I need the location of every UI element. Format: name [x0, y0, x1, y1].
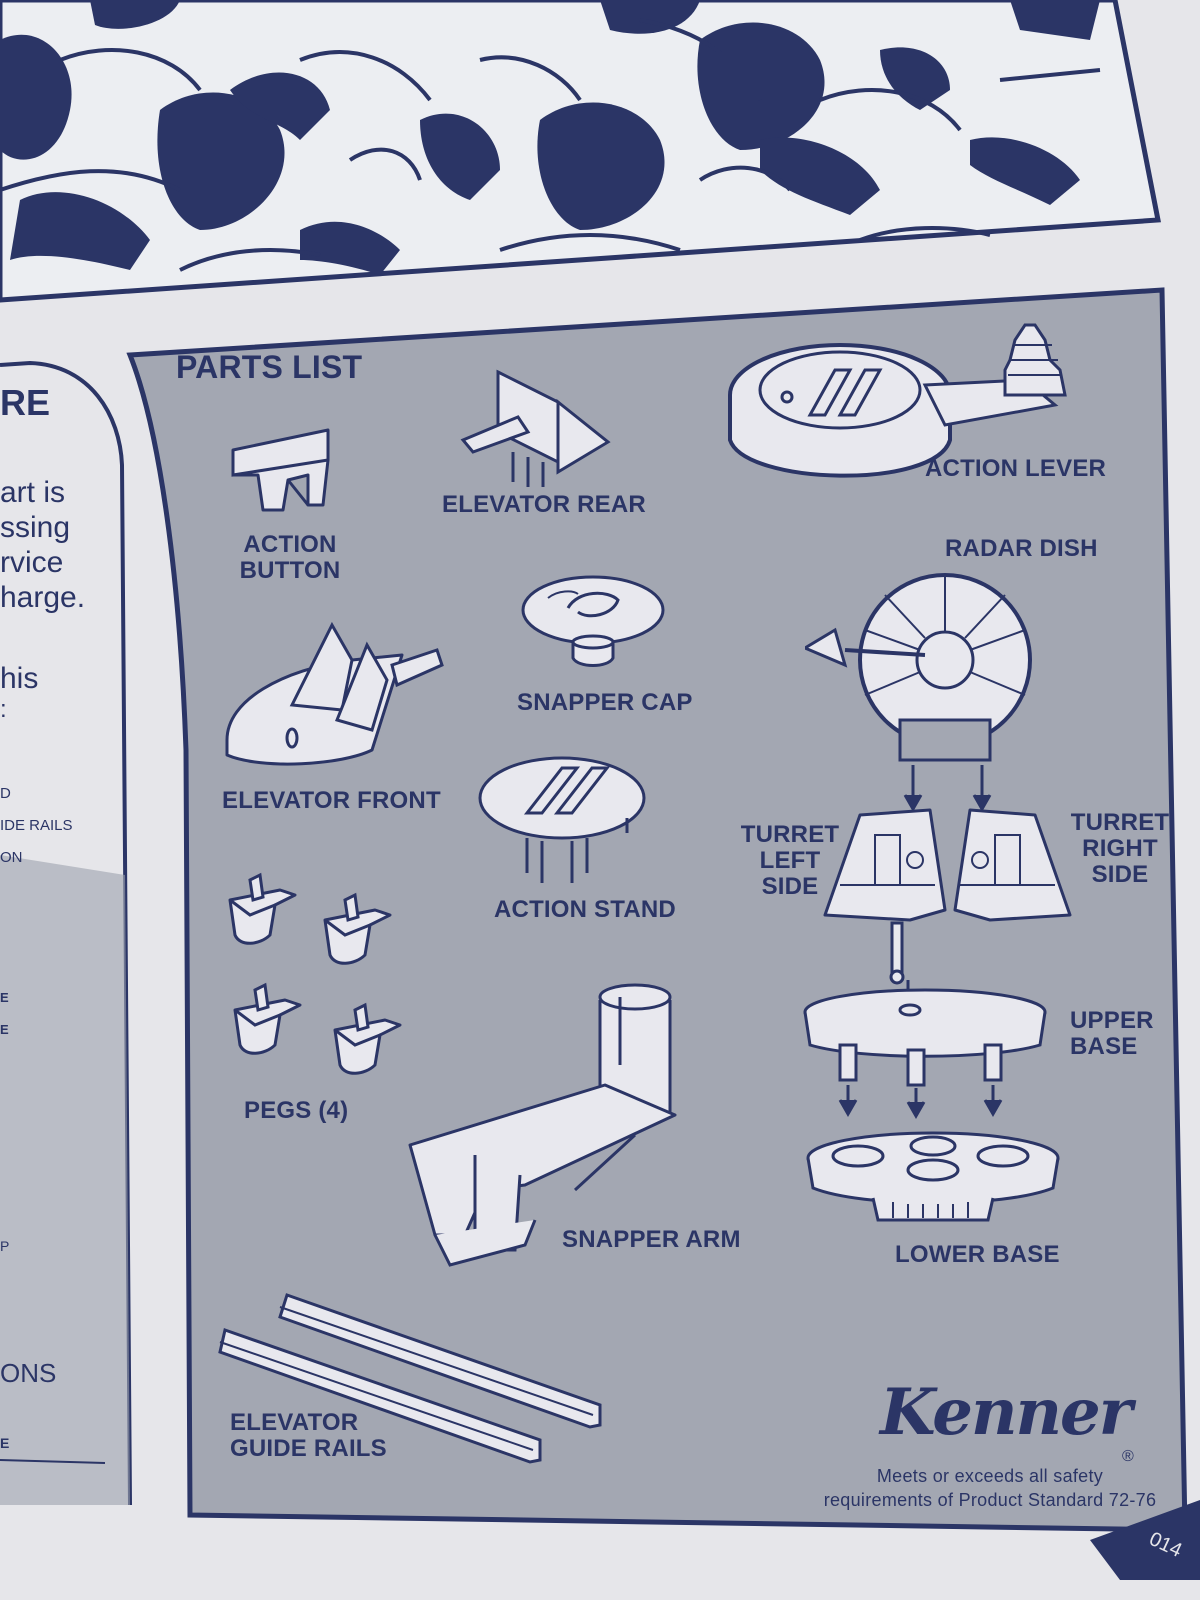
left-panel-small-4: E: [0, 990, 9, 1005]
left-panel-small-3: ON: [0, 849, 23, 866]
pegs-label: PEGS (4): [244, 1097, 349, 1124]
turret-drawing: [823, 808, 1072, 985]
left-panel-text-6: :: [0, 696, 7, 723]
action-lever-drawing: [728, 323, 1067, 478]
snapper-arm-drawing: [408, 983, 677, 1267]
left-panel-bottom-heading: ONS: [0, 1358, 57, 1388]
elevator-rear-label: ELEVATOR REAR: [442, 491, 646, 518]
left-panel-small-5: E: [0, 1022, 9, 1037]
left-panel-heading: RE: [0, 382, 51, 423]
registered-mark: ®: [1122, 1448, 1134, 1465]
safety-line-2: requirements of Product Standard 72-76: [823, 1490, 1157, 1510]
left-panel-small-1: D: [0, 785, 11, 802]
elevator-front-drawing: [225, 621, 444, 766]
left-panel-frame: [0, 360, 132, 1505]
parts-list-title: PARTS LIST: [176, 349, 363, 385]
lower-base-label: LOWER BASE: [895, 1241, 1060, 1268]
pegs-drawing: [228, 873, 402, 1075]
action-button-label: ACTION BUTTON: [239, 531, 341, 584]
radar-to-turret-arrow-right: [972, 765, 992, 813]
snapper-cap-drawing: [521, 575, 665, 667]
safety-line-1: Meets or exceeds all safety: [876, 1466, 1104, 1486]
left-panel-text-1: art is: [0, 476, 66, 509]
elevator-rear-drawing: [460, 369, 611, 487]
lower-base-drawing: [806, 1131, 1060, 1222]
elevator-guide-rails-drawing: [218, 1293, 602, 1464]
kenner-logo-text: Kenner: [880, 1375, 1132, 1450]
action-stand-label: ACTION STAND: [494, 896, 676, 923]
left-panel-tick-label: P: [0, 1238, 10, 1254]
elevator-front-label: ELEVATOR FRONT: [222, 787, 441, 814]
upper-base-label: UPPER BASE: [1070, 1007, 1154, 1060]
elevator-guide-rails-label: ELEVATOR GUIDE RAILS: [230, 1409, 387, 1462]
turret-left-side-label: TURRET LEFT SIDE: [740, 821, 840, 900]
radar-to-turret-arrows: [903, 765, 923, 813]
turret-right-side-label: TURRET RIGHT SIDE: [1070, 809, 1170, 888]
kenner-logo: Kenner: [880, 1378, 1140, 1458]
snapper-cap-label: SNAPPER CAP: [517, 689, 693, 716]
radar-dish-label: RADAR DISH: [945, 535, 1098, 562]
action-lever-label: ACTION LEVER: [925, 455, 1107, 482]
radar-dish-drawing: [805, 573, 1032, 762]
left-panel-bottom-small: E: [0, 1435, 10, 1451]
left-panel-text-4: harge.: [0, 581, 86, 614]
action-button-drawing: [231, 428, 330, 512]
left-panel-text-3: rvice: [0, 546, 64, 579]
snapper-arm-label: SNAPPER ARM: [562, 1226, 741, 1253]
top-illustration: [0, 0, 1200, 320]
left-panel-small-2: IDE RAILS: [0, 817, 73, 834]
action-stand-drawing: [478, 756, 646, 883]
left-panel-text-2: ssing: [0, 511, 71, 544]
left-panel-text-5: his: [0, 662, 39, 695]
upper-base-drawing: [803, 980, 1047, 1120]
